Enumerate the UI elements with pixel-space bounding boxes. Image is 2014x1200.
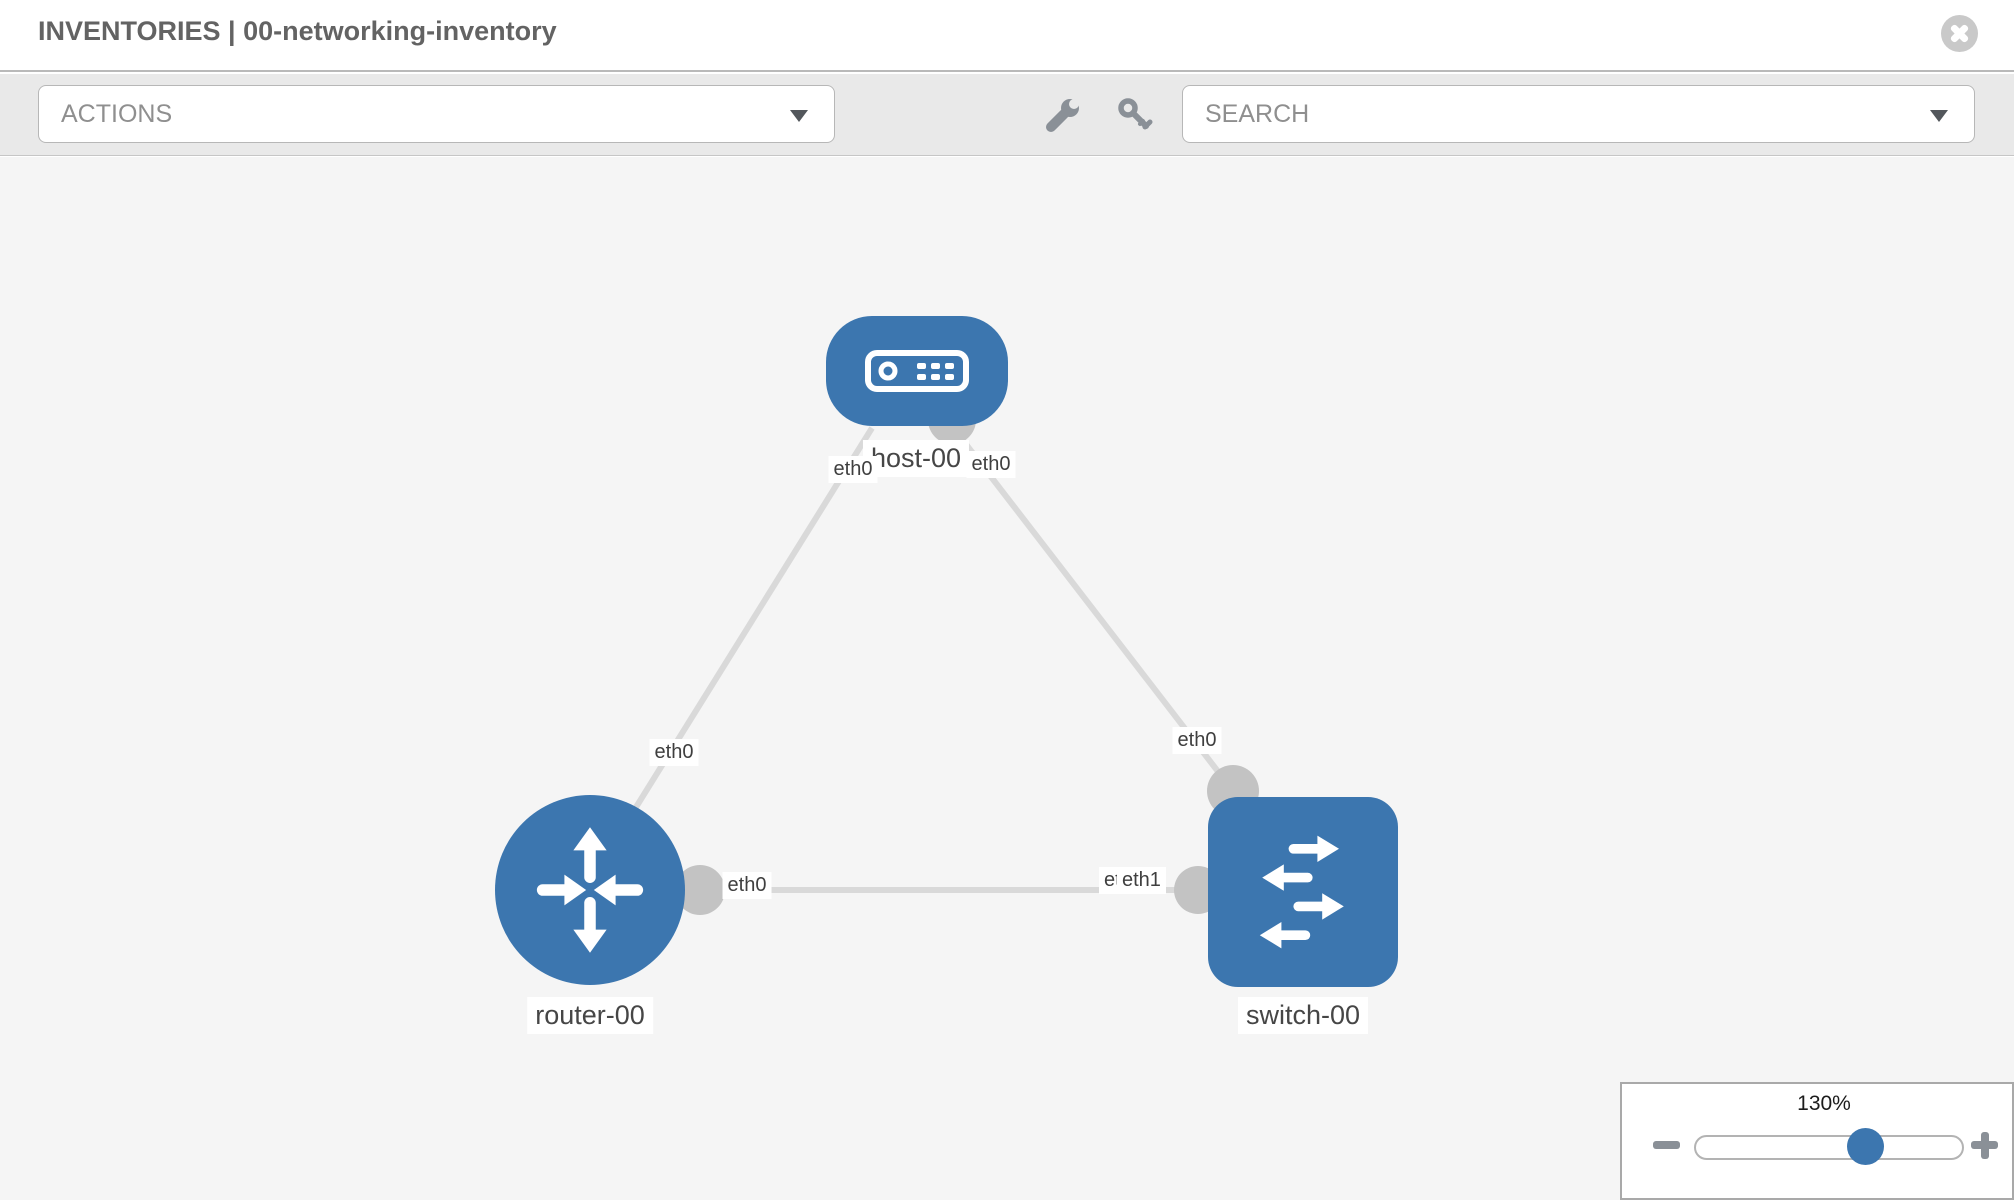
iface-label-switch-top: eth0 (1172, 727, 1222, 754)
key-icon-svg (1118, 98, 1153, 130)
plus-icon-bar (1980, 1132, 1989, 1159)
node-switch-00[interactable] (1208, 797, 1398, 987)
search-dropdown-label: SEARCH (1205, 100, 1310, 128)
zoom-slider-track[interactable] (1694, 1135, 1964, 1160)
page-title: INVENTORIES | 00-networking-inventory (38, 16, 557, 46)
node-label-switch: switch-00 (1237, 997, 1369, 1034)
close-icon[interactable] (1941, 15, 1978, 52)
wrench-icon[interactable] (1044, 94, 1084, 134)
header-bar: INVENTORIES | 00-networking-inventory (0, 0, 2014, 72)
actions-dropdown[interactable]: ACTIONS (38, 85, 835, 143)
topology-canvas[interactable] (0, 157, 2014, 1200)
iface-label-host-right: eth0 (966, 451, 1016, 478)
node-label-router: router-00 (527, 997, 653, 1034)
zoom-level-value: 130% (1797, 1092, 1851, 1115)
search-dropdown[interactable]: SEARCH (1182, 85, 1975, 143)
chevron-down-icon (1930, 110, 1948, 122)
node-router-00[interactable] (495, 795, 685, 985)
chevron-down-icon (790, 110, 808, 122)
iface-label-router-top: eth0 (649, 739, 699, 766)
iface-label-router-right: eth0 (722, 872, 772, 899)
iface-label-switch-left-eth1: eth1 (1117, 867, 1166, 894)
zoom-slider-thumb[interactable] (1847, 1128, 1884, 1165)
iface-label-host-left: eth0 (828, 456, 878, 483)
key-icon[interactable] (1116, 96, 1154, 134)
wrench-icon-svg (1046, 94, 1084, 132)
zoom-control-panel: 130% (1620, 1082, 2014, 1200)
node-label-host: host-00 (862, 440, 970, 477)
switch-arrows-icon (1259, 835, 1344, 949)
plus-icon[interactable] (1971, 1132, 1998, 1159)
actions-dropdown-label: ACTIONS (61, 100, 173, 128)
minus-icon[interactable] (1653, 1141, 1680, 1149)
toolbar: ACTIONS SEARCH (0, 74, 2014, 156)
router-arrows-icon (536, 827, 644, 953)
host-device-icon (865, 350, 969, 392)
node-host-00[interactable] (826, 316, 1008, 426)
